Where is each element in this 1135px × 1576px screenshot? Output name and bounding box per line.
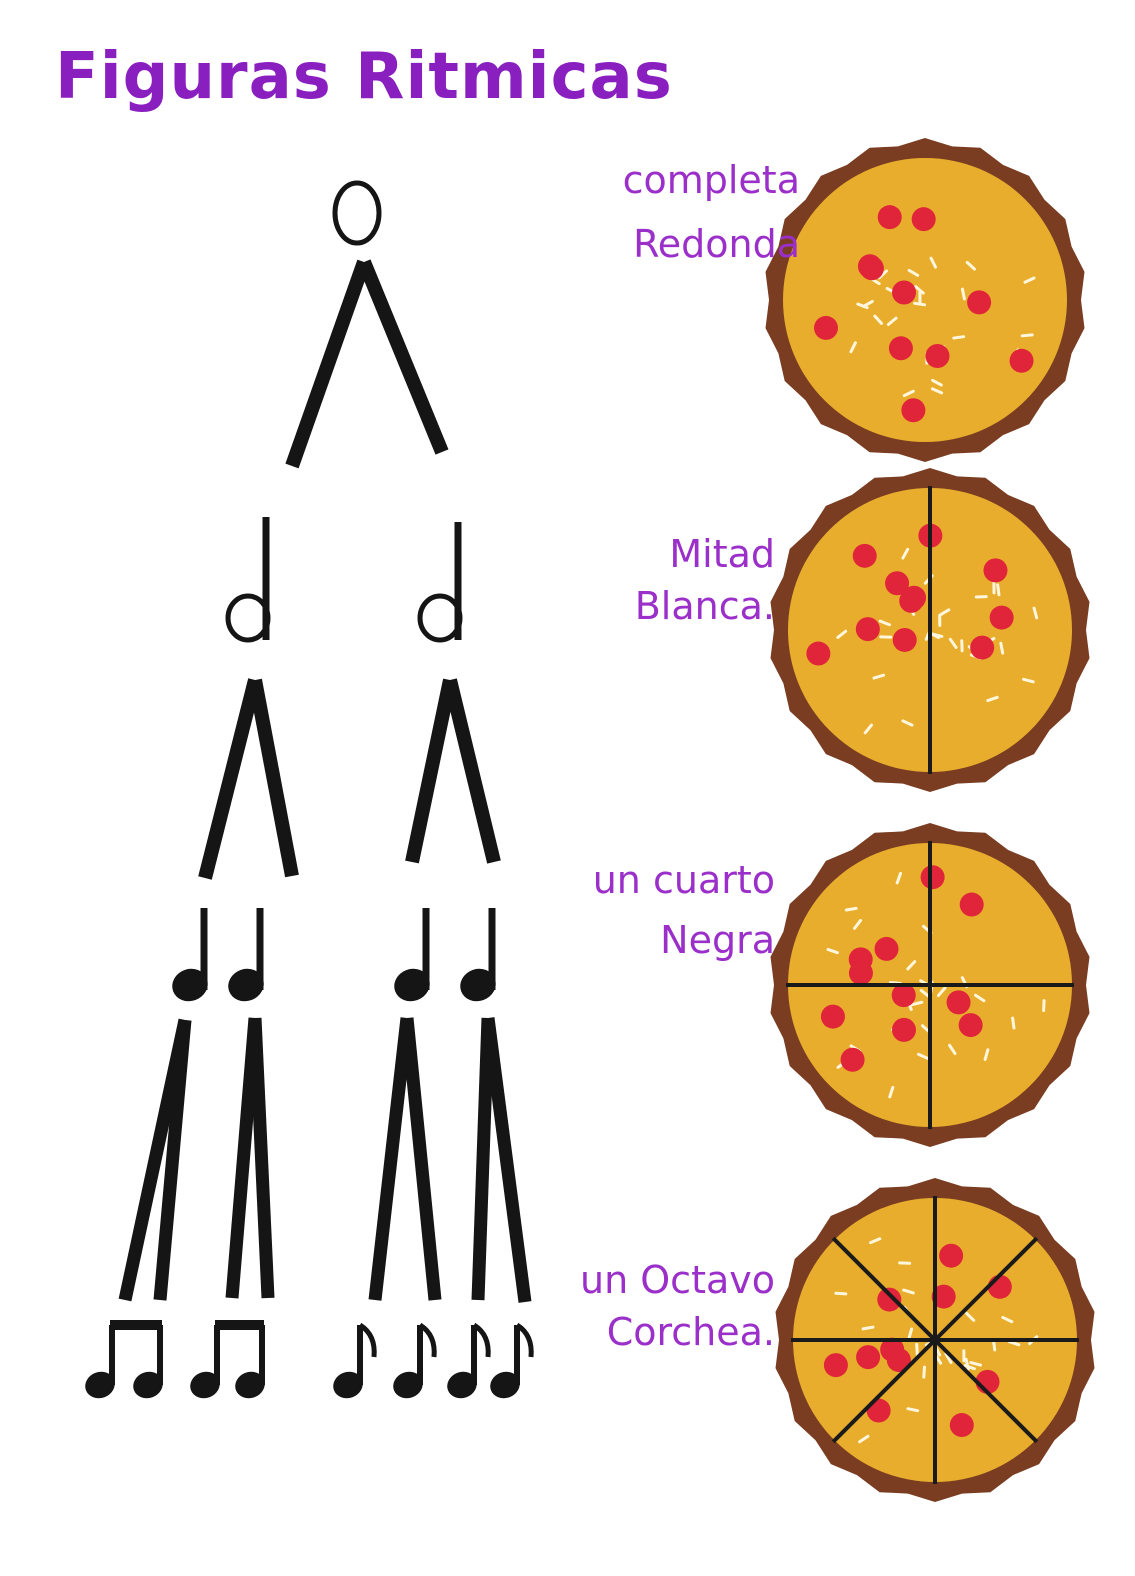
beamed-eighth-notes-icon <box>81 1325 166 1402</box>
half-note-icon <box>420 522 460 640</box>
fraction-label-quarter: un cuarto <box>555 858 775 902</box>
quarter-note-icon <box>390 908 435 1006</box>
pepperoni <box>824 1353 848 1377</box>
pizza-label-quarter: un cuarto Negra <box>555 858 775 962</box>
pepperoni <box>893 628 917 652</box>
whole-note-icon <box>335 183 379 243</box>
pizza-label-half: Mitad Blanca. <box>585 532 775 628</box>
pepperoni <box>856 617 880 641</box>
pizza-label-whole: completa Redonda <box>585 158 800 266</box>
pepperoni <box>858 254 882 278</box>
pepperoni <box>925 344 949 368</box>
pepperoni <box>856 1345 880 1369</box>
pepperoni <box>902 586 926 610</box>
fraction-label-whole: completa <box>585 158 800 202</box>
eighth-note-icon <box>443 1325 488 1402</box>
pepperoni <box>878 205 902 229</box>
pepperoni <box>875 937 899 961</box>
branch-line <box>205 680 255 878</box>
branch-line <box>478 1018 488 1300</box>
branch-line <box>364 262 442 452</box>
quarter-note-icon <box>168 908 213 1006</box>
pepperoni <box>892 1018 916 1042</box>
eighth-note-icon <box>486 1325 531 1402</box>
pizza-cheese <box>783 158 1067 442</box>
half-note-icon <box>228 517 268 640</box>
pizza-label-eighth: un Octavo Corchea. <box>565 1258 775 1354</box>
pepperoni <box>901 398 925 422</box>
branch-line <box>488 1018 525 1302</box>
branch-line <box>255 680 292 876</box>
pepperoni <box>960 893 984 917</box>
quarter-note-icon <box>456 908 501 1006</box>
figure-label-corchea: Corchea. <box>565 1310 775 1354</box>
pizza-2-slices <box>771 468 1090 792</box>
pizza-1-slices <box>766 138 1085 462</box>
pepperoni <box>877 1288 901 1312</box>
pepperoni <box>983 558 1007 582</box>
branch-line <box>255 1018 268 1298</box>
beamed-eighth-notes-icon <box>186 1325 268 1402</box>
pepperoni <box>950 1413 974 1437</box>
pepperoni <box>967 290 991 314</box>
pepperoni <box>947 990 971 1014</box>
figure-label-redonda: Redonda <box>585 222 800 266</box>
eighth-note-icon <box>389 1325 434 1402</box>
fraction-label-half: Mitad <box>585 532 775 576</box>
pepperoni <box>970 636 994 660</box>
note-tree <box>81 183 531 1402</box>
eighth-note-icon <box>329 1325 374 1402</box>
quarter-note-icon <box>224 908 269 1006</box>
pepperoni <box>849 961 873 985</box>
branch-line <box>450 680 494 862</box>
pepperoni <box>939 1244 963 1268</box>
pepperoni <box>912 207 936 231</box>
branch-line <box>412 680 450 862</box>
pepperoni <box>841 1048 865 1072</box>
pizza-4-slices <box>771 823 1090 1147</box>
branch-line <box>407 1018 435 1300</box>
pepperoni <box>959 1013 983 1037</box>
pepperoni <box>814 316 838 340</box>
pepperoni <box>892 281 916 305</box>
pepperoni <box>806 642 830 666</box>
branch-line <box>375 1018 407 1300</box>
branch-line <box>292 262 364 466</box>
pepperoni <box>990 606 1014 630</box>
pepperoni <box>821 1005 845 1029</box>
pizza-8-slices <box>776 1178 1095 1502</box>
pepperoni <box>921 865 945 889</box>
pepperoni <box>1010 349 1034 373</box>
fraction-label-eighth: un Octavo <box>565 1258 775 1302</box>
pepperoni <box>988 1275 1012 1299</box>
figure-label-negra: Negra <box>555 918 775 962</box>
pepperoni <box>889 336 913 360</box>
figure-label-blanca: Blanca. <box>585 584 775 628</box>
pepperoni <box>853 544 877 568</box>
